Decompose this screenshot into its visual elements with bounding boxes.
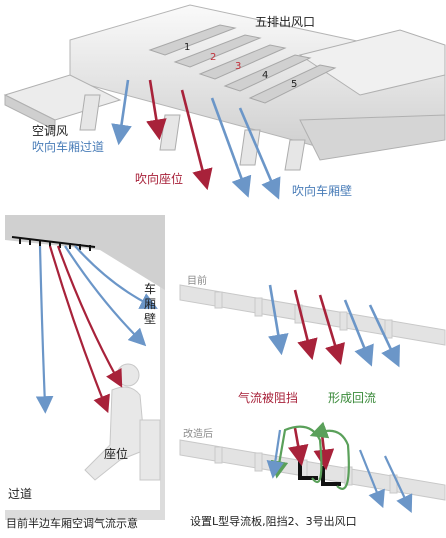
- blocked-label: 气流被阻挡: [238, 391, 299, 405]
- vent-title-label: 五排出风口: [255, 15, 316, 29]
- top-flow-arrows: [111, 79, 281, 200]
- vent-number-4: 4: [262, 70, 269, 81]
- vent-number-2: 2: [210, 52, 217, 63]
- to-wall-label: 吹向车厢壁: [292, 184, 353, 198]
- vent-number-5: 5: [291, 79, 298, 90]
- wall-label: 车厢壁: [143, 282, 156, 326]
- aircon-label: 空调风: [32, 124, 69, 138]
- seat-label: 座位: [104, 447, 129, 461]
- left-vent-comb: [11, 236, 96, 251]
- right-modified: [179, 421, 446, 513]
- recirculation-label: 形成回流: [328, 391, 377, 405]
- right-current: [179, 284, 446, 368]
- left-caption: 目前半边车厢空调气流示意: [6, 517, 138, 530]
- vent-number-1: 1: [184, 42, 191, 53]
- vent-rail-3d: [3, 4, 446, 171]
- vent-slats: [148, 24, 337, 104]
- aisle-label: 过道: [8, 487, 33, 501]
- to-seat-label: 吹向座位: [135, 172, 184, 186]
- vent-number-3: 3: [235, 61, 242, 72]
- modified-label: 改造后: [183, 429, 213, 440]
- left-panel: [5, 215, 165, 520]
- current-label: 目前: [187, 276, 207, 287]
- passenger-silhouette: [84, 363, 161, 481]
- to-aisle-label: 吹向车厢过道: [32, 140, 105, 154]
- right-caption: 设置L型导流板,阻挡2、3号出风口: [190, 515, 357, 528]
